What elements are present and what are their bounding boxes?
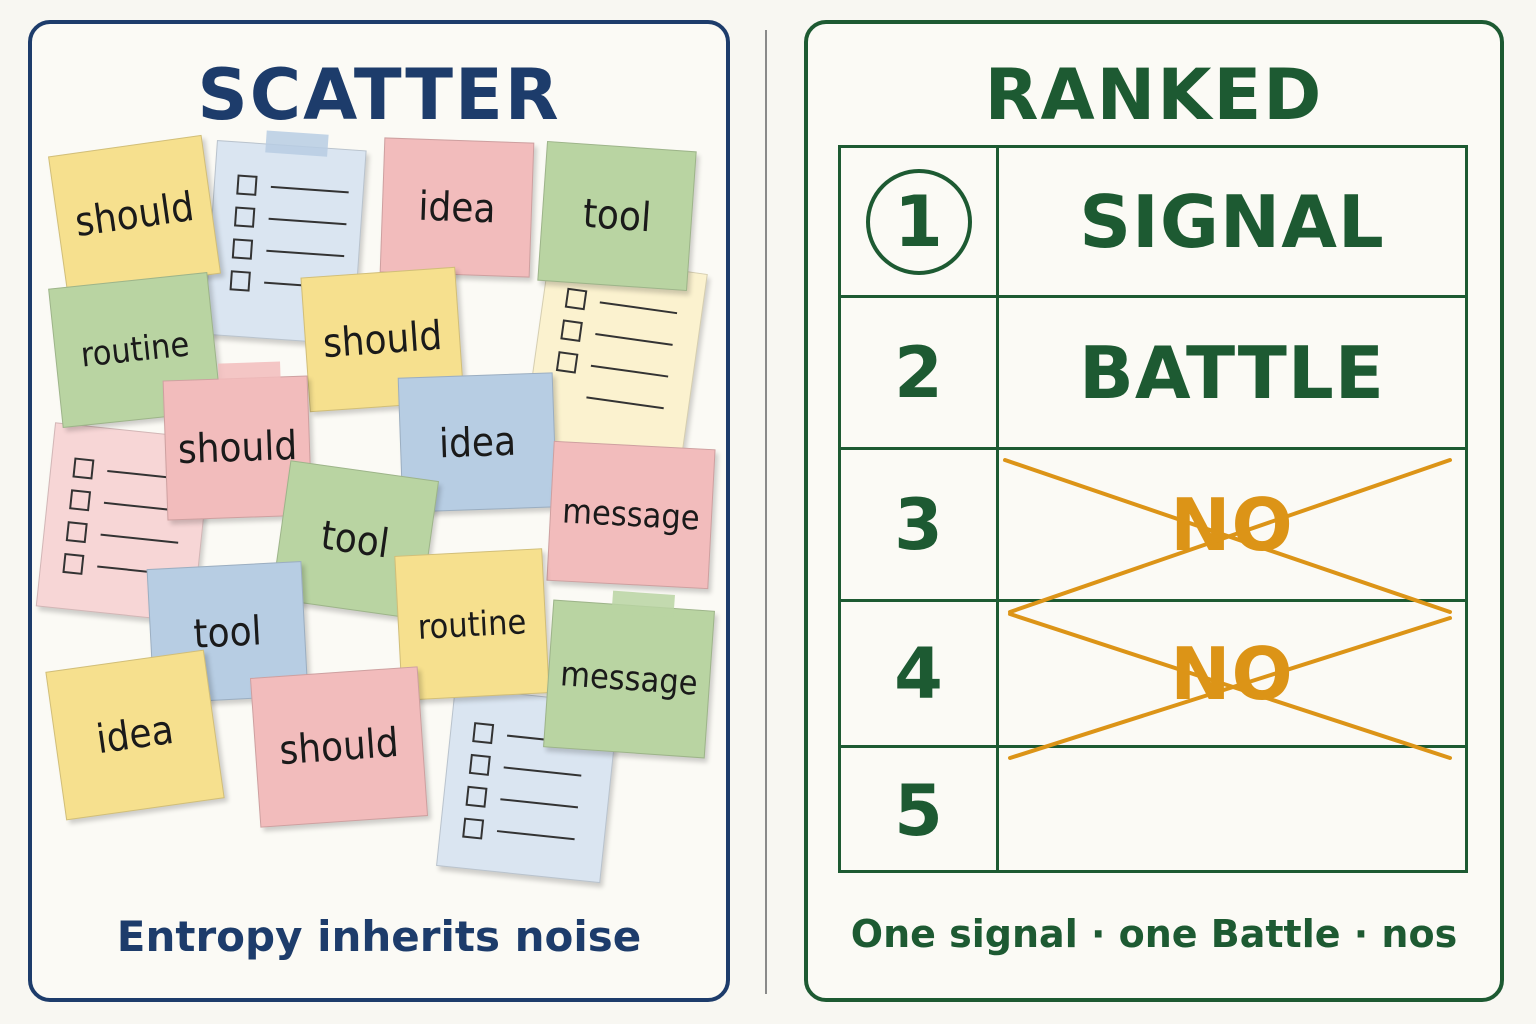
rank-highlight-circle: 1	[865, 168, 972, 275]
cross-out-line	[1008, 616, 1452, 760]
ranked-caption: One signal · one Battle · nos	[850, 912, 1458, 956]
rank-label: SIGNAL	[1079, 179, 1385, 264]
scatter-caption: Entropy inherits noise	[116, 912, 642, 961]
rank-number: 4	[841, 602, 999, 745]
ranked-table: 1 SIGNAL 2 BATTLE 3 NO 4 NO 5	[838, 145, 1468, 873]
rank-number: 1	[894, 180, 943, 263]
ranked-title: RANKED	[984, 54, 1324, 136]
rank-row: 1 SIGNAL	[841, 148, 1465, 298]
rank-number: 2	[841, 298, 999, 447]
rank-number: 5	[841, 748, 999, 873]
scatter-title: SCATTER	[197, 54, 561, 136]
panel-divider	[765, 30, 767, 994]
rank-number: 3	[841, 450, 999, 599]
cross-out-line	[1008, 458, 1452, 614]
rank-row: 5	[841, 748, 1465, 873]
rank-row: 2 BATTLE	[841, 298, 1465, 450]
rank-label: BATTLE	[1079, 330, 1385, 415]
